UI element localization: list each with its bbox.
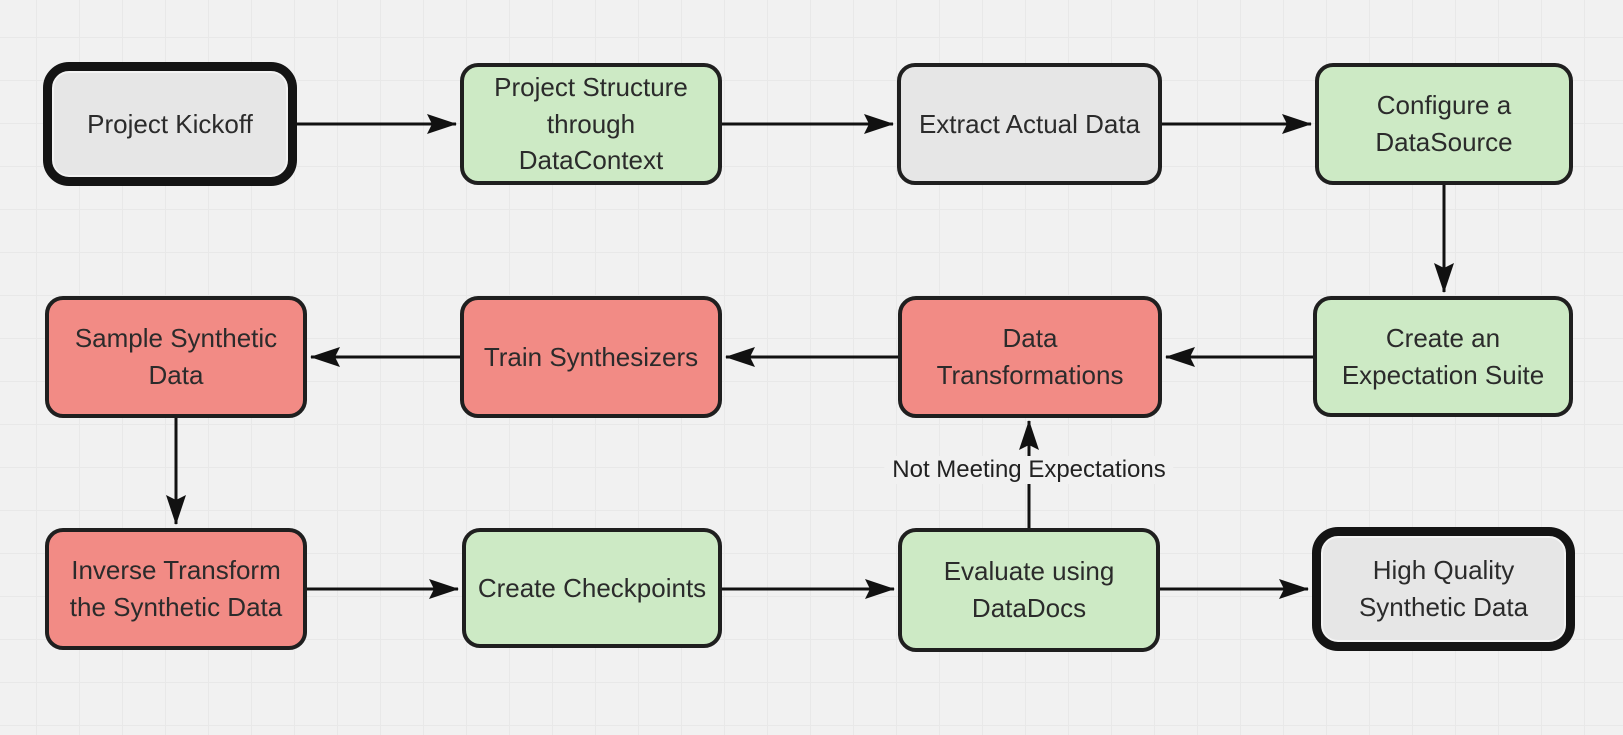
node-configure-datasource: Configure a DataSource (1315, 63, 1573, 185)
node-project-structure-datacontext: Project Structure through DataContext (460, 63, 722, 185)
node-train-synthesizers: Train Synthesizers (460, 296, 722, 418)
edge-label-not-meeting-expectations: Not Meeting Expectations (884, 456, 1174, 484)
node-evaluate-using-datadocs: Evaluate using DataDocs (898, 528, 1160, 652)
node-extract-actual-data: Extract Actual Data (897, 63, 1162, 185)
node-inverse-transform-synthetic-data: Inverse Transform the Synthetic Data (45, 528, 307, 650)
node-sample-synthetic-data: Sample Synthetic Data (45, 296, 307, 418)
node-project-kickoff: Project Kickoff (43, 62, 297, 186)
node-create-expectation-suite: Create an Expectation Suite (1313, 296, 1573, 417)
node-high-quality-synthetic-data: High Quality Synthetic Data (1312, 527, 1575, 651)
node-create-checkpoints: Create Checkpoints (462, 528, 722, 648)
node-data-transformations: Data Transformations (898, 296, 1162, 418)
